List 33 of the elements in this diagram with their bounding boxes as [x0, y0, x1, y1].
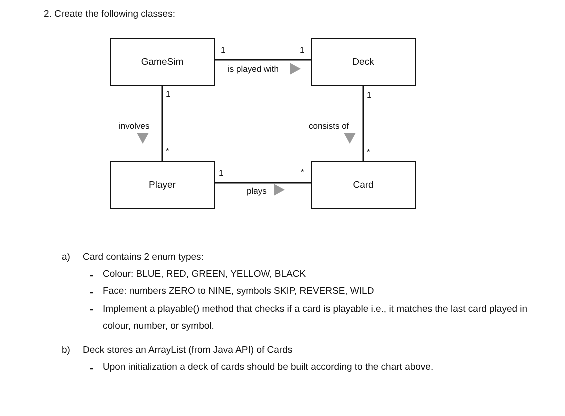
association-line [162, 86, 164, 161]
edge-label: plays [246, 186, 268, 196]
class-name: Deck [352, 56, 374, 68]
multiplicity-label: * [166, 146, 170, 156]
list-marker: b) [62, 345, 70, 357]
multiplicity-label: 1 [221, 45, 226, 55]
paragraph-text: Deck stores an ArrayList (from Java API) of Cards [83, 345, 293, 357]
list-item-text: Upon initialization a deck of cards should be built according to the chart above. [103, 362, 434, 374]
association-line [215, 59, 311, 61]
association-line [362, 86, 364, 161]
class-name: GameSim [141, 56, 184, 68]
multiplicity-label: 1 [367, 90, 372, 100]
edge-label: involves [118, 121, 151, 131]
association-line [215, 182, 311, 184]
heading-text: 2. Create the following classes: [44, 9, 176, 21]
multiplicity-label: 1 [166, 89, 171, 99]
list-item-text: Face: numbers ZERO to NINE, symbols SKIP, REVERSE, WILD [103, 286, 374, 298]
class-box [110, 38, 215, 86]
list-item-text: Implement a playable() method that checks if a card is playable i.e., it matches the last card played in colour, number, or symbol. [103, 303, 529, 334]
edge-label: consists of [308, 121, 350, 131]
edge-label: is played with [227, 64, 280, 74]
list-marker: a) [62, 252, 70, 264]
class-name: Card [353, 180, 374, 190]
class-box [311, 161, 416, 209]
paragraph-text: Card contains 2 enum types: [83, 252, 204, 264]
class-box [311, 38, 416, 86]
class-box [110, 161, 215, 209]
multiplicity-label: 1 [219, 168, 224, 178]
class-name: Player [149, 180, 176, 190]
list-item-text: Colour: BLUE, RED, GREEN, YELLOW, BLACK [103, 269, 306, 281]
multiplicity-label: * [367, 147, 370, 157]
multiplicity-label: 1 [300, 45, 305, 55]
multiplicity-label: * [301, 167, 304, 177]
